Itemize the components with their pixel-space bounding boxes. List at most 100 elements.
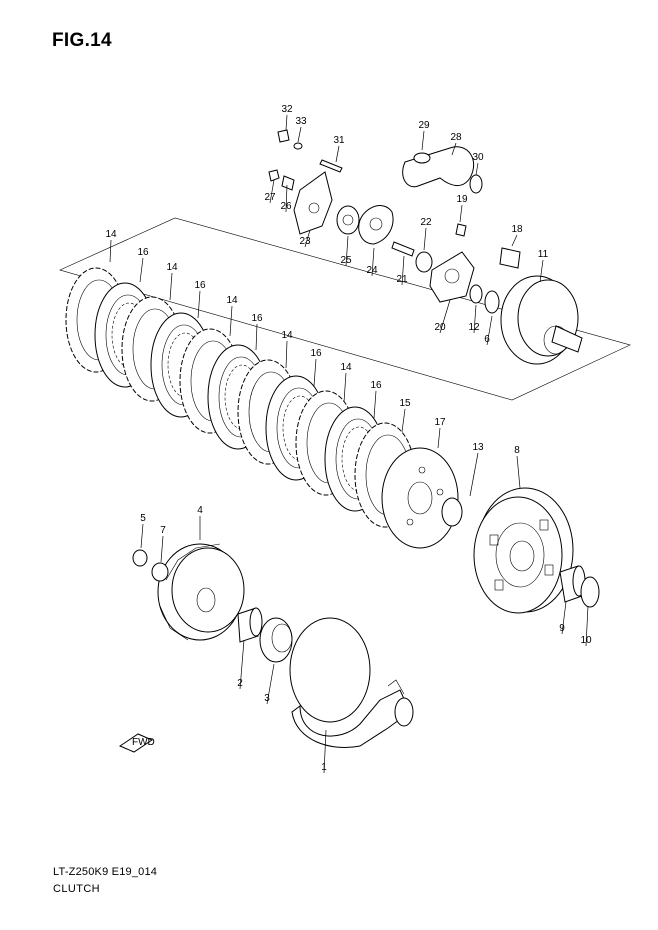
leader-line xyxy=(516,455,521,489)
spacer-2 xyxy=(237,607,263,643)
push-rod-21 xyxy=(391,241,415,257)
leader-line xyxy=(285,114,288,131)
callout-20: 20 xyxy=(434,322,446,333)
leader-line xyxy=(451,142,457,156)
callout-30: 30 xyxy=(472,152,484,163)
washer-6 xyxy=(484,290,500,314)
callout-19: 19 xyxy=(456,194,468,205)
callout-12: 12 xyxy=(468,322,480,333)
fwd-label: FWD xyxy=(132,737,155,748)
leader-line xyxy=(539,259,544,283)
figure-title: FIG.14 xyxy=(52,30,112,51)
callout-16: 16 xyxy=(370,380,382,391)
callout-23: 23 xyxy=(299,236,311,247)
plate-set-outline xyxy=(59,217,631,401)
callout-1: 1 xyxy=(321,762,327,773)
lifter-20 xyxy=(429,251,475,303)
o-ring-29 xyxy=(413,152,431,164)
callout-16: 16 xyxy=(137,247,149,258)
callout-13: 13 xyxy=(472,442,484,453)
washer-7 xyxy=(151,562,169,582)
leader-lines xyxy=(109,114,589,774)
callout-14: 14 xyxy=(340,362,352,373)
leader-line xyxy=(511,234,518,247)
nut-32 xyxy=(277,129,290,143)
callout-5: 5 xyxy=(140,513,146,524)
callout-7: 7 xyxy=(160,525,166,536)
leader-line xyxy=(285,184,288,213)
callout-27: 27 xyxy=(264,192,276,203)
callout-16: 16 xyxy=(194,280,206,291)
callout-32: 32 xyxy=(281,104,293,115)
bolt-31 xyxy=(319,159,343,173)
callout-17: 17 xyxy=(434,417,446,428)
primary-driven-gear-11 xyxy=(500,275,583,365)
callout-25: 25 xyxy=(340,255,352,266)
leader-line xyxy=(439,299,451,334)
leader-line xyxy=(169,272,173,301)
nut-5 xyxy=(132,549,148,567)
leader-line xyxy=(401,408,406,433)
callout-15: 15 xyxy=(399,398,411,409)
leader-line xyxy=(266,663,275,705)
release-arm-28 xyxy=(402,146,475,188)
model-code: LT-Z250K9 E19_014 xyxy=(53,866,158,878)
callout-9: 9 xyxy=(559,623,565,634)
leader-line xyxy=(109,239,112,263)
leader-line xyxy=(323,729,327,774)
callout-10: 10 xyxy=(580,635,592,646)
callout-14: 14 xyxy=(281,330,293,341)
leader-line xyxy=(345,235,349,267)
leader-line xyxy=(343,372,347,403)
spacer-9 xyxy=(559,565,586,603)
callout-2: 2 xyxy=(237,678,243,689)
washer-10 xyxy=(580,576,600,608)
o-ring-30 xyxy=(469,174,483,194)
leader-line xyxy=(335,145,340,163)
callout-14: 14 xyxy=(105,229,117,240)
leader-line xyxy=(313,358,317,387)
bearing-3 xyxy=(259,617,293,663)
figure-caption: CLUTCH xyxy=(53,883,101,895)
callout-16: 16 xyxy=(251,313,263,324)
callout-22: 22 xyxy=(420,217,432,228)
leader-line xyxy=(304,229,311,248)
leader-line xyxy=(285,340,288,369)
callout-4: 4 xyxy=(197,505,203,516)
leader-line xyxy=(585,605,589,647)
leader-line xyxy=(373,390,377,419)
leader-line xyxy=(255,323,258,351)
leader-line xyxy=(297,126,302,143)
leader-line xyxy=(473,304,477,334)
clutch-plates xyxy=(65,267,416,528)
clutch-housing-1 xyxy=(289,617,414,748)
callout-3: 3 xyxy=(264,693,270,704)
callout-24: 24 xyxy=(366,265,378,276)
leader-line xyxy=(469,452,479,497)
callout-16: 16 xyxy=(310,348,322,359)
leader-line xyxy=(421,130,425,151)
callout-28: 28 xyxy=(450,132,462,143)
leader-line xyxy=(423,227,427,251)
callout-33: 33 xyxy=(295,116,307,127)
callout-8: 8 xyxy=(514,445,520,456)
washer-33 xyxy=(293,142,303,150)
leader-line xyxy=(239,639,245,690)
fwd-arrow-icon: FWD xyxy=(118,733,155,753)
leader-line xyxy=(269,179,275,204)
leader-line xyxy=(401,255,405,286)
spring-18 xyxy=(499,247,521,269)
callout-6: 6 xyxy=(484,334,490,345)
callout-26: 26 xyxy=(280,201,292,212)
callout-29: 29 xyxy=(418,120,430,131)
leader-line xyxy=(475,162,479,176)
leader-line xyxy=(486,315,493,346)
clutch-shoe-4 xyxy=(157,543,245,641)
release-mechanism xyxy=(268,129,521,314)
callout-21: 21 xyxy=(396,274,408,285)
screw-26 xyxy=(281,175,295,191)
leader-line xyxy=(437,427,441,449)
nut-27 xyxy=(268,169,280,182)
bearing-25 xyxy=(336,205,360,235)
